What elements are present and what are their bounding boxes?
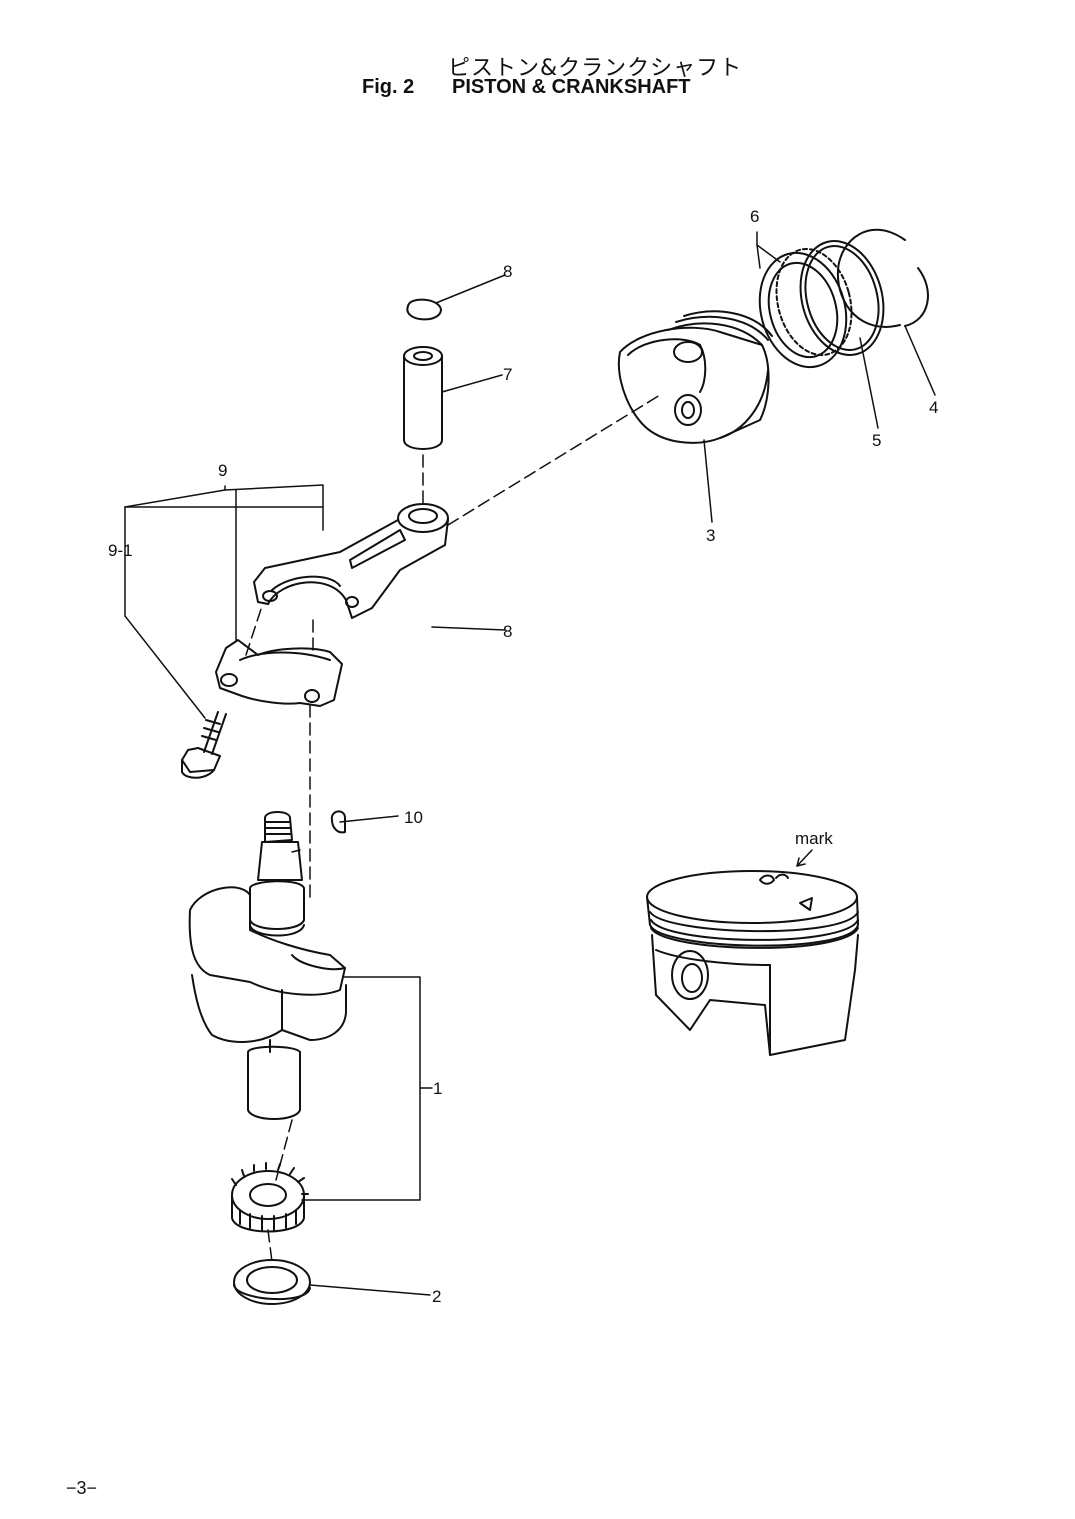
leader-lines (124, 231, 936, 1296)
woodruff-key (330, 810, 346, 834)
callout-10: 10 (404, 808, 423, 827)
callout-5: 5 (872, 431, 881, 450)
callout-3: 3 (706, 526, 715, 545)
top-ring (836, 228, 929, 328)
callout-8-top: 8 (503, 262, 512, 281)
reference-piston (646, 870, 859, 1056)
connecting-rod-cap (215, 639, 343, 707)
crankshaft-washer (233, 1259, 311, 1305)
callout-6: 6 (750, 207, 759, 226)
mark-label: mark (795, 829, 833, 848)
callout-8-bottom: 8 (503, 622, 512, 641)
callout-1: 1 (433, 1079, 442, 1098)
connecting-rod (253, 503, 449, 619)
assembly-lines (245, 394, 661, 1263)
piston (617, 310, 773, 444)
crankshaft (188, 811, 347, 1120)
page-number: −3− (66, 1478, 98, 1498)
snap-ring-top (406, 298, 442, 321)
callout-7: 7 (503, 365, 512, 384)
title-japanese: ピストン&クランクシャフト (448, 56, 743, 81)
callout-9-1: 9-1 (108, 541, 133, 560)
callout-4: 4 (929, 398, 938, 417)
piston-pin (403, 346, 443, 450)
second-ring (799, 240, 885, 356)
callout-9: 9 (218, 461, 227, 480)
figure-number: Fig. 2 (362, 76, 415, 98)
callout-2: 2 (432, 1287, 441, 1306)
title-english: PISTON & CRANKSHAFT (452, 76, 691, 98)
connecting-rod-bolt (181, 711, 227, 779)
crankshaft-gear (231, 1162, 309, 1233)
